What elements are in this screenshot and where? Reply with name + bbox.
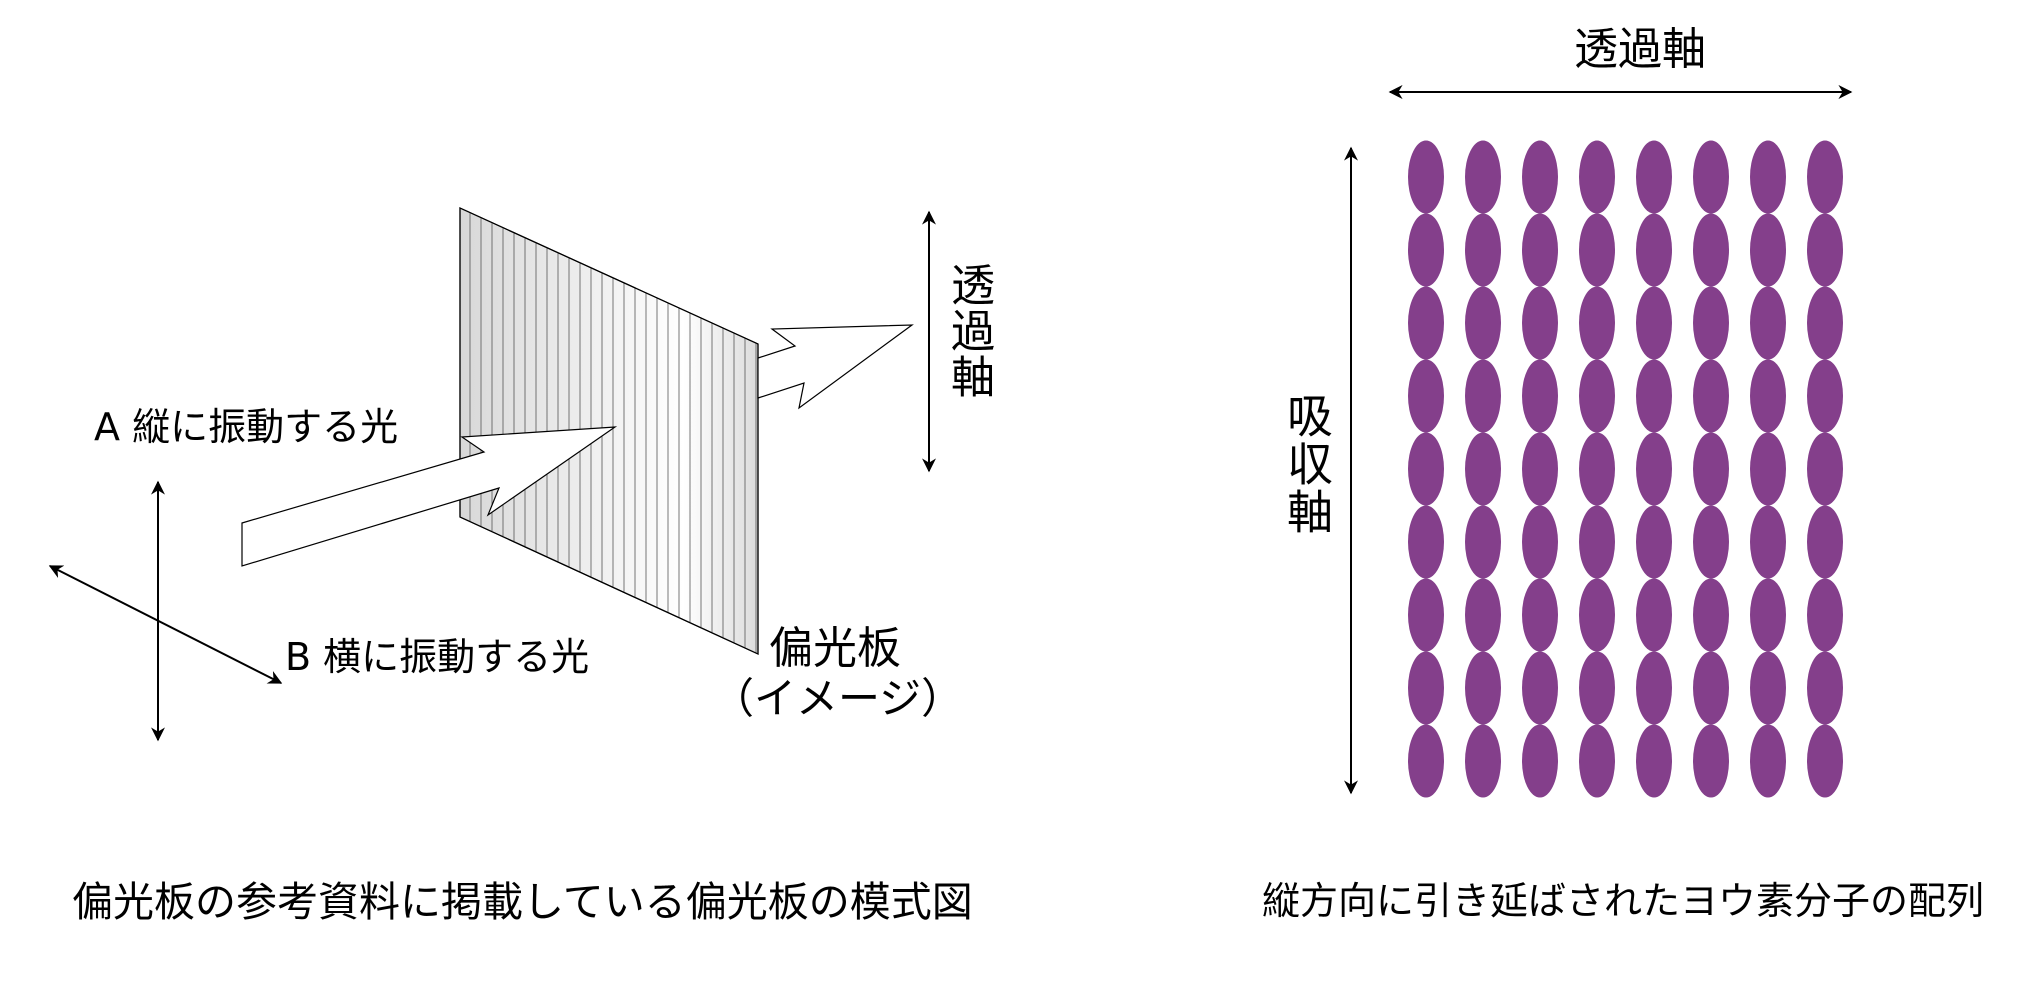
iodine-molecule [1693, 505, 1729, 579]
iodine-molecule [1750, 286, 1786, 360]
iodine-molecule [1522, 213, 1558, 287]
iodine-molecule [1807, 724, 1843, 798]
iodine-molecule [1636, 505, 1672, 579]
iodine-molecule [1465, 432, 1501, 506]
iodine-molecule [1579, 432, 1615, 506]
iodine-molecule [1636, 578, 1672, 652]
iodine-molecule [1750, 505, 1786, 579]
iodine-molecule [1579, 140, 1615, 214]
iodine-molecule [1636, 359, 1672, 433]
left-transmission-axis-label: 透過軸 [943, 262, 994, 400]
iodine-molecule [1750, 651, 1786, 725]
right-transmission-axis-label: 透過軸 [1574, 24, 1706, 75]
iodine-molecule [1693, 286, 1729, 360]
right-caption: 縦方向に引き延ばされたヨウ素分子の配列 [1262, 879, 1985, 923]
iodine-molecule [1408, 213, 1444, 287]
horizontal-vibration-arrow [48, 565, 283, 684]
iodine-molecule [1408, 724, 1444, 798]
iodine-molecule [1807, 140, 1843, 214]
iodine-molecule [1807, 651, 1843, 725]
iodine-molecule [1693, 724, 1729, 798]
iodine-molecule [1408, 651, 1444, 725]
iodine-molecule [1579, 286, 1615, 360]
iodine-molecule [1636, 724, 1672, 798]
polarizer-label: 偏光板 [769, 623, 901, 674]
iodine-molecule [1750, 724, 1786, 798]
iodine-molecule [1408, 140, 1444, 214]
incoming-light-arrow [241, 426, 618, 567]
iodine-molecule [1636, 213, 1672, 287]
iodine-molecule [1750, 578, 1786, 652]
iodine-molecule [1807, 505, 1843, 579]
iodine-molecule [1465, 213, 1501, 287]
iodine-molecule [1750, 213, 1786, 287]
iodine-molecule [1465, 578, 1501, 652]
iodine-molecule [1807, 432, 1843, 506]
iodine-molecule [1522, 286, 1558, 360]
outgoing-light-arrow [757, 324, 914, 410]
iodine-molecule [1465, 651, 1501, 725]
iodine-molecule [1579, 359, 1615, 433]
iodine-molecule [1807, 213, 1843, 287]
iodine-molecule [1579, 505, 1615, 579]
iodine-molecule [1750, 359, 1786, 433]
iodine-molecule [1465, 359, 1501, 433]
iodine-molecule [1465, 286, 1501, 360]
iodine-molecule [1522, 651, 1558, 725]
iodine-molecule [1408, 286, 1444, 360]
label-b-horizontal-light: B 横に振動する光 [285, 635, 590, 679]
label-a-vertical-light: A 縦に振動する光 [94, 405, 399, 449]
iodine-molecule [1579, 578, 1615, 652]
iodine-molecule [1693, 432, 1729, 506]
iodine-molecule [1750, 140, 1786, 214]
left-caption: 偏光板の参考資料に掲載している偏光板の模式図 [72, 878, 973, 926]
iodine-molecule [1408, 359, 1444, 433]
iodine-molecule [1636, 140, 1672, 214]
iodine-molecule [1465, 724, 1501, 798]
iodine-molecule [1579, 213, 1615, 287]
iodine-molecule [1693, 140, 1729, 214]
iodine-molecule [1522, 140, 1558, 214]
iodine-molecule [1408, 578, 1444, 652]
iodine-molecule [1693, 359, 1729, 433]
iodine-molecule [1636, 286, 1672, 360]
iodine-molecule [1693, 651, 1729, 725]
iodine-molecule [1636, 432, 1672, 506]
polarizer-note: （イメージ） [712, 674, 964, 723]
iodine-molecule [1408, 432, 1444, 506]
iodine-molecule [1636, 651, 1672, 725]
iodine-molecule [1807, 359, 1843, 433]
iodine-molecule [1522, 505, 1558, 579]
iodine-molecule [1693, 213, 1729, 287]
iodine-molecule [1522, 724, 1558, 798]
iodine-molecule [1807, 286, 1843, 360]
iodine-molecule [1408, 505, 1444, 579]
iodine-molecule [1522, 432, 1558, 506]
iodine-molecule [1579, 724, 1615, 798]
iodine-molecule [1750, 432, 1786, 506]
absorption-axis-label: 吸収軸 [1280, 392, 1334, 536]
iodine-molecule [1465, 505, 1501, 579]
iodine-molecule-grid [1408, 140, 1843, 798]
iodine-molecule [1579, 651, 1615, 725]
iodine-molecule [1522, 578, 1558, 652]
iodine-molecule [1807, 578, 1843, 652]
iodine-molecule [1522, 359, 1558, 433]
iodine-molecule [1465, 140, 1501, 214]
iodine-molecule [1693, 578, 1729, 652]
